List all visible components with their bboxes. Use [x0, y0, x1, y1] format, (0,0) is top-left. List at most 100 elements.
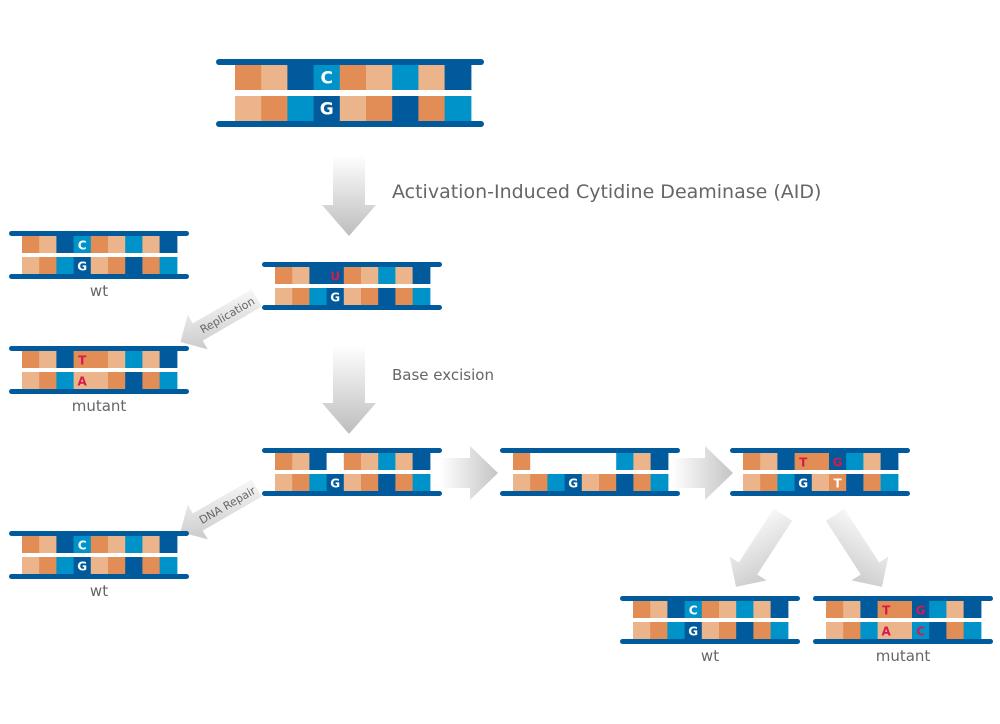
base-cell-bottom: [292, 288, 310, 305]
base-cell-bottom: [125, 257, 143, 274]
base-cell-bottom: [843, 622, 861, 639]
base-cell-bottom: [22, 372, 40, 389]
base-cell-top: [581, 453, 600, 470]
backbone-bottom: [262, 491, 442, 496]
base-cell-bottom: [313, 96, 341, 121]
base-cell-top: [39, 236, 57, 253]
backbone-top: [216, 59, 484, 65]
base-cell-top: [73, 236, 92, 253]
base-cell-top: [770, 601, 789, 618]
base-cell-bottom: [361, 288, 379, 305]
base-cell-bottom: [684, 622, 703, 639]
base-cell-bottom: [108, 557, 126, 574]
backbone-top: [9, 346, 189, 351]
base-cell-top: [261, 65, 288, 90]
base-cell-bottom: [894, 622, 913, 639]
base-cell-top: [863, 453, 882, 470]
dna-strand-original: CG: [216, 59, 484, 127]
base-cell-top: [912, 601, 930, 618]
base-cell-top: [378, 453, 396, 470]
base-cell-top: [829, 453, 847, 470]
base-cell-bottom: [56, 557, 75, 574]
base-cell-bottom: [90, 372, 109, 389]
dna-strand-excised: G: [262, 448, 442, 496]
base-cell-bottom: [826, 622, 844, 639]
base-cell-bottom: [811, 474, 830, 491]
base-excision-label: Base excision: [392, 366, 494, 384]
base-cell-top: [366, 65, 393, 90]
base-cell-bottom: [339, 96, 367, 121]
base-cell-bottom: [418, 96, 446, 121]
base-cell-top: [392, 65, 419, 90]
base-cell-top: [309, 267, 328, 284]
base-cell-bottom: [877, 622, 896, 639]
base-cell-top: [343, 453, 362, 470]
arrow-aid: [322, 155, 376, 236]
base-cell-top: [880, 453, 899, 470]
base-cell-bottom: [963, 622, 982, 639]
nucleotide-letter: G: [330, 291, 340, 305]
base-cell-top: [929, 601, 947, 618]
base-cell-bottom: [22, 557, 40, 574]
base-cell-top: [860, 601, 879, 618]
base-cell-bottom: [701, 622, 720, 639]
base-cell-top: [633, 453, 652, 470]
base-cell-top: [22, 236, 40, 253]
base-cell-top: [343, 267, 362, 284]
base-cell-top: [826, 601, 844, 618]
nucleotide-letter: G: [77, 260, 87, 274]
nucleotide-letter: G: [833, 456, 843, 470]
base-cell-top: [108, 536, 126, 553]
base-cell-top: [22, 536, 40, 553]
base-cell-top: [418, 65, 446, 90]
backbone-top: [730, 448, 910, 453]
base-cell-bottom: [846, 474, 864, 491]
nucleotide-letter: G: [330, 477, 340, 491]
nucleotide-letter: C: [78, 539, 87, 553]
base-cell-bottom: [261, 96, 288, 121]
arrow-to-mutant: [825, 508, 889, 587]
nucleotide-letter: T: [799, 456, 808, 470]
base-cell-bottom: [326, 474, 345, 491]
base-cell-top: [275, 267, 293, 284]
base-cell-top: [22, 351, 40, 368]
base-cell-top: [444, 65, 472, 90]
backbone-bottom: [9, 389, 189, 394]
base-cell-top: [684, 601, 703, 618]
base-cell-bottom: [56, 257, 75, 274]
base-cell-bottom: [753, 622, 772, 639]
backbone-top: [262, 448, 442, 453]
base-cell-top: [292, 267, 310, 284]
base-cell-bottom: [599, 474, 617, 491]
base-cell-top: [894, 601, 913, 618]
base-cell-top: [73, 351, 92, 368]
base-cell-top: [339, 65, 367, 90]
base-cell-top: [142, 351, 161, 368]
base-cell-top: [90, 236, 109, 253]
base-cell-top: [125, 351, 143, 368]
base-cell-bottom: [292, 474, 310, 491]
base-cell-bottom: [108, 257, 126, 274]
base-cell-bottom: [880, 474, 899, 491]
base-cell-bottom: [392, 96, 419, 121]
backbone-top: [813, 596, 993, 601]
base-cell-bottom: [378, 288, 396, 305]
nucleotide-letter: T: [882, 604, 891, 618]
base-cell-bottom: [770, 622, 789, 639]
base-cell-bottom: [159, 372, 178, 389]
base-cell-bottom: [667, 622, 686, 639]
base-cell-top: [142, 536, 161, 553]
base-cell-bottom: [929, 622, 947, 639]
base-cell-top: [719, 601, 737, 618]
arrow-base-excision: [322, 345, 376, 434]
base-cell-bottom: [633, 474, 652, 491]
base-cell-bottom: [650, 474, 669, 491]
base-cell-top: [292, 453, 310, 470]
base-cell-top: [73, 536, 92, 553]
base-cell-top: [412, 267, 431, 284]
base-cell-bottom: [777, 474, 796, 491]
base-cell-top: [39, 536, 57, 553]
base-cell-top: [547, 453, 566, 470]
